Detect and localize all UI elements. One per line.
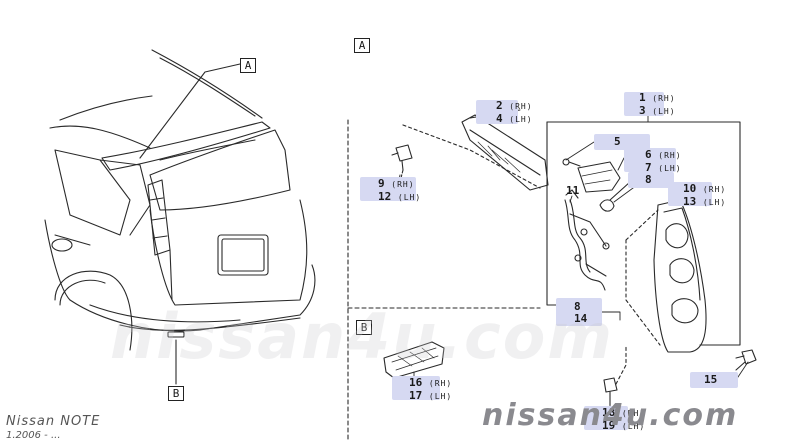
callout-highlight [624,92,664,116]
callout-highlight [594,134,650,150]
side-label: (LH) [658,164,682,173]
part-number-12: 12 [378,190,392,203]
side-label: (LH) [652,107,676,116]
callout-8-14: 8 14 [574,301,587,325]
view-b-parts [383,341,445,379]
part-number-16: 16 [409,376,423,389]
callout-9-12: 9 (RH) 12 (LH) [378,178,421,204]
callout-16-17: 16 (RH) 17 (LH) [409,377,452,403]
part-number-3: 3 [639,104,646,117]
car-rear-illustration [44,49,316,385]
side-label: (RH) [702,185,727,194]
callout-15: 15 [704,374,717,386]
part-number-15: 15 [704,373,718,386]
part-number-7: 7 [645,161,652,174]
side-label: (RH) [658,151,682,160]
view-a-label-section: A [354,38,370,53]
side-label: (LH) [397,193,422,202]
callout-1-3: 1 (RH) 3 (LH) [639,92,676,118]
callout-highlight [690,372,738,388]
watermark-corner: nissan4u.com [482,398,739,433]
view-b-label-section: B [356,320,372,335]
side-label: (RH) [428,379,453,388]
view-a-label-car: A [240,58,256,73]
side-label: (RH) [621,409,646,418]
callout-8: 8 [645,174,652,186]
side-label: (LH) [702,198,727,207]
callout-highlight [668,182,712,206]
part-number-17: 17 [409,389,423,402]
callout-highlight [628,172,674,188]
part-number-8: 8 [574,300,581,313]
part-number-11: 11 [566,184,580,197]
watermark-large: nissan4u.com [110,300,614,373]
side-label: (RH) [391,180,415,189]
callout-5: 5 [614,136,621,148]
part-number-18: 18 [602,406,616,419]
side-label: (LH) [509,115,533,124]
callout-2-4: 2 (RH) 4 (LH) [496,100,533,126]
callout-highlight [360,177,416,201]
callout-highlight [476,100,518,124]
model-name: Nissan NOTE [6,414,101,429]
part-number-10: 10 [683,182,697,195]
side-label: (LH) [428,392,453,401]
callout-highlight [392,376,440,400]
callout-highlight [584,406,628,430]
callout-18-19: 18 (RH) 19 (LH) [602,407,645,433]
model-date: 1.2006 - ... [6,430,61,441]
part-number-2: 2 [496,99,503,112]
side-label: (LH) [621,422,646,431]
callout-highlight [556,298,602,326]
callout-11: 11 [566,185,579,197]
side-label: (RH) [509,102,533,111]
part-number-5: 5 [614,135,621,148]
part-number-1: 1 [639,91,646,104]
callout-6-7: 6 (RH) 7 (LH) [645,149,682,175]
callout-highlight [624,148,676,172]
part-number-19: 19 [602,419,616,432]
part-number-14: 14 [574,312,588,325]
callout-10-13: 10 (RH) 13 (LH) [683,183,726,209]
part-number-13: 13 [683,195,697,208]
part-number-6: 6 [645,148,652,161]
part-number-4: 4 [496,112,503,125]
view-b-label-car: B [168,386,184,401]
part-number-8: 8 [645,173,652,186]
view-a-parts [391,114,757,406]
part-number-9: 9 [378,177,385,190]
side-label: (RH) [652,94,676,103]
